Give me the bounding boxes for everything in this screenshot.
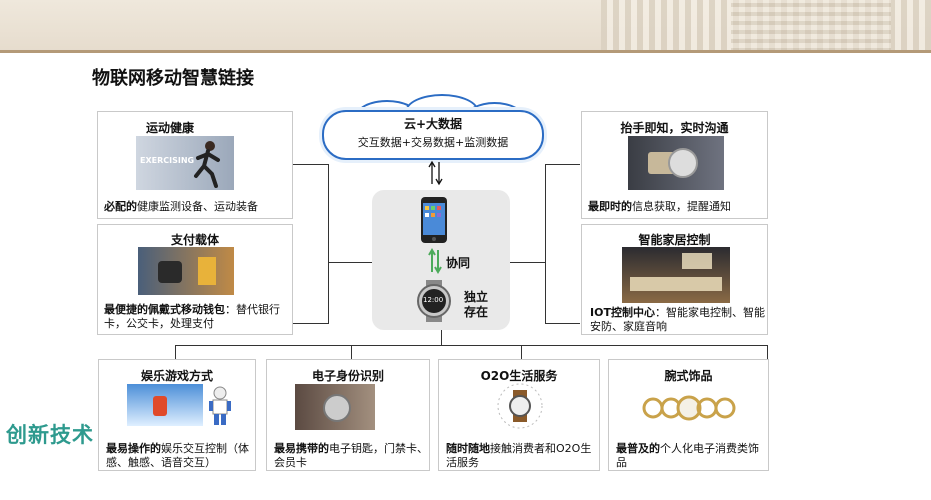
- bidirectional-arrow-icon: [428, 160, 443, 186]
- box-identity: 电子身份识别 最易携带的电子钥匙，门禁卡、会员卡: [266, 359, 430, 471]
- standalone-label-1: 独立: [464, 290, 489, 304]
- box-title: 腕式饰品: [664, 369, 713, 383]
- cloud-subtitle: 交互数据+交易数据+监测数据: [357, 136, 509, 149]
- connector-left-center: [328, 262, 372, 263]
- connector-bottom-drop-3: [521, 345, 522, 359]
- box-desc: 最易操作的娱乐交互控制（体感、触感、语音交互）: [106, 442, 249, 469]
- sync-arrow-icon: [428, 248, 442, 274]
- connector-right-vertical: [545, 164, 546, 324]
- smartphone-icon: [421, 197, 447, 243]
- connector-left-top: [292, 164, 329, 165]
- smartwatch-time: 12:00: [423, 296, 444, 304]
- box-title: 智能家居控制: [638, 233, 711, 247]
- header-banner: [0, 0, 931, 52]
- smart-home-image: [622, 247, 730, 303]
- box-sports-health: 运动健康 EXERCISING 必配的健康监测设备、运动装备: [97, 111, 293, 219]
- wrist-watch-image: [628, 136, 724, 190]
- connector-right-bottom: [545, 323, 580, 324]
- connector-right-center: [510, 262, 546, 263]
- connector-bottom-drop-2: [351, 345, 352, 359]
- connector-left-bottom: [292, 323, 329, 324]
- header-divider: [0, 50, 931, 53]
- identity-watch-image: [295, 384, 375, 430]
- page-title: 物联网移动智慧链接: [92, 68, 254, 89]
- connector-right-top: [545, 164, 580, 165]
- cloud-title: 云+大数据: [403, 117, 463, 131]
- box-wrist-accessory: 腕式饰品 最普及的个人化电子消费类饰品: [608, 359, 769, 471]
- standalone-label-2: 存在: [464, 305, 489, 319]
- connector-bottom-horizontal: [175, 345, 768, 346]
- box-title: 支付载体: [170, 233, 219, 247]
- robot-icon: [209, 386, 231, 425]
- bracelet-watch-icon: [642, 395, 736, 421]
- box-smart-home: 智能家居控制 IOT控制中心：智能家电控制、智能安防、家庭音响: [581, 224, 768, 335]
- exercising-image: EXERCISING: [136, 136, 234, 190]
- smartwatch-icon: [417, 280, 451, 322]
- box-title: 运动健康: [146, 121, 195, 135]
- connector-bottom-drop-4: [767, 345, 768, 359]
- box-title: 电子身份识别: [311, 369, 384, 383]
- cloud-big-data: 云+大数据 交互数据+交易数据+监测数据: [322, 110, 544, 160]
- box-entertainment: 娱乐游戏方式 最易操作的娱乐交互控制（体感、触感、语音交互）: [98, 359, 256, 471]
- side-label: 创新技术: [6, 423, 94, 447]
- ski-image: [127, 384, 203, 426]
- box-desc: 随时随地接触消费者和O2O生活服务: [446, 442, 592, 469]
- box-instant-notify: 抬手即知，实时沟通 最即时的信息获取，提醒通知: [581, 111, 768, 219]
- box-desc: 最即时的信息获取，提醒通知: [588, 200, 731, 213]
- runner-figure-icon: [194, 141, 220, 188]
- connector-bottom-stem: [441, 330, 442, 345]
- sync-label: 协同: [446, 256, 471, 270]
- box-desc: 必配的健康监测设备、运动装备: [104, 200, 258, 213]
- box-title: O2O生活服务: [480, 369, 558, 383]
- box-desc: 最便捷的佩戴式移动钱包：替代银行卡，公交卡，处理支付: [104, 303, 280, 330]
- box-desc: 最易携带的电子钥匙，门禁卡、会员卡: [274, 442, 428, 469]
- box-payment: 支付载体 最便捷的佩戴式移动钱包：替代银行卡，公交卡，处理支付: [97, 224, 293, 335]
- payment-image: [138, 247, 234, 295]
- header-buildings-image-2: [731, 0, 891, 52]
- box-o2o: O2O生活服务 随时随地接触消费者和O2O生活服务: [438, 359, 600, 471]
- connector-bottom-drop-1: [175, 345, 176, 359]
- connector-left-vertical: [328, 164, 329, 324]
- box-desc: 最普及的个人化电子消费类饰品: [616, 442, 759, 469]
- center-device-panel: 协同 12:00 独立 存在: [372, 190, 510, 330]
- box-title: 抬手即知，实时沟通: [620, 121, 729, 135]
- box-title: 娱乐游戏方式: [140, 369, 213, 383]
- exercising-banner-text: EXERCISING: [140, 156, 195, 165]
- box-desc: IOT控制中心：智能家电控制、智能安防、家庭音响: [590, 306, 765, 333]
- watch-icons-ring-icon: [497, 383, 543, 429]
